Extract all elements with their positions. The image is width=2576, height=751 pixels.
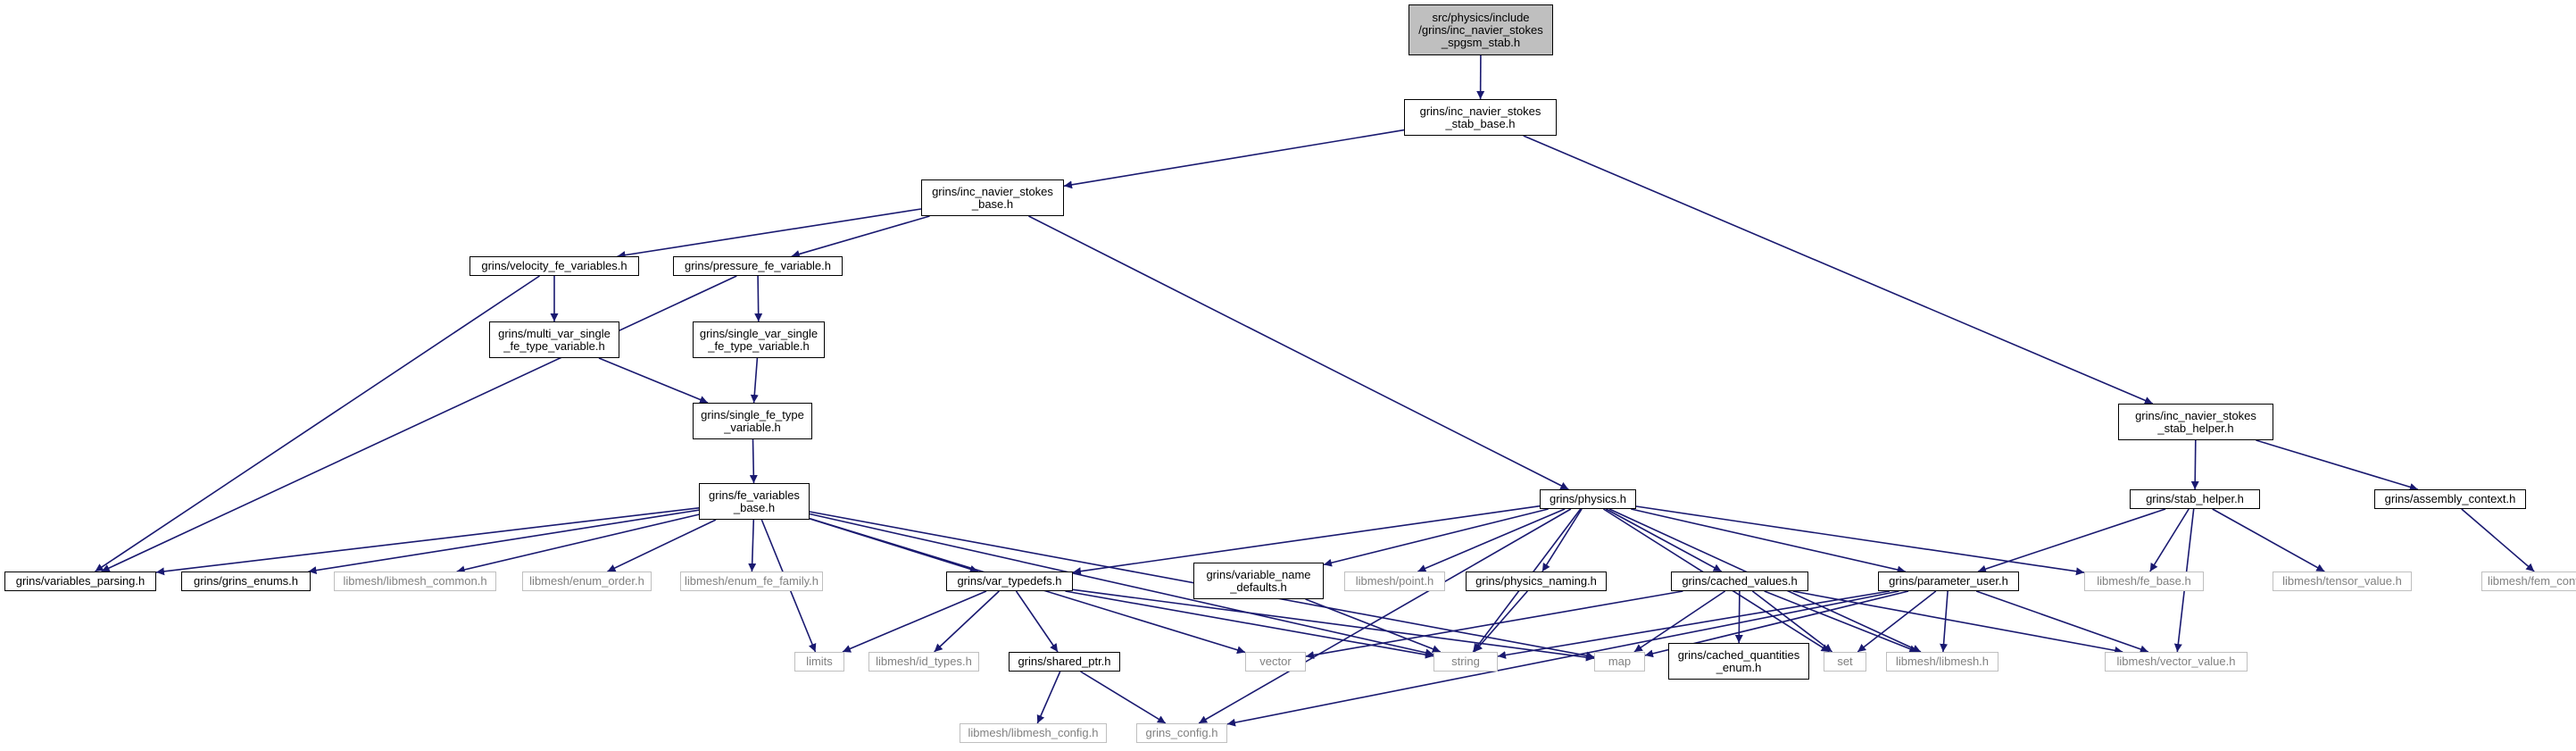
edge-cachedvalues-to-libmesh: [1764, 590, 1918, 653]
edge-stabbase-to-nsbase: [1063, 129, 1405, 189]
edge-vartypedefs-to-map: [1072, 588, 1595, 662]
node-vector: vector: [1245, 652, 1306, 672]
node-stabbase[interactable]: grins/inc_navier_stokes _stab_base.h: [1404, 99, 1557, 136]
edge-stabhelper-to-febase: [2149, 508, 2190, 572]
edge-stabhelper-to-tensorvalue: [2212, 508, 2325, 572]
node-cachedqenum[interactable]: grins/cached_quantities _enum.h: [1668, 643, 1809, 680]
node-idtypes: libmesh/id_types.h: [868, 652, 979, 672]
edge-vartypedefs-to-idtypes: [934, 590, 1000, 653]
edge-pressure-to-singlevar: [754, 275, 763, 322]
node-string: string: [1433, 652, 1498, 672]
node-physics[interactable]: grins/physics.h: [1540, 489, 1636, 509]
node-multivar[interactable]: grins/multi_var_single _fe_type_variable…: [489, 321, 619, 358]
node-assemblyctx[interactable]: grins/assembly_context.h: [2374, 489, 2526, 509]
node-enumfefamily: libmesh/enum_fe_family.h: [680, 572, 823, 591]
edge-vartypedefs-to-limits: [842, 590, 987, 653]
node-stabhelper[interactable]: grins/stab_helper.h: [2130, 489, 2260, 509]
edge-sharedptr-to-grinsconfig: [1080, 671, 1167, 724]
edge-nsbase-to-velocity: [617, 208, 922, 260]
edge-singlevar-to-singlefe: [750, 357, 759, 404]
edge-physics-to-febase: [1635, 505, 2085, 576]
node-vartypedefs[interactable]: grins/var_typedefs.h: [946, 572, 1073, 591]
edge-paramuser-to-set: [1857, 590, 1937, 653]
edge-varnamedefaults-to-string: [1305, 598, 1442, 653]
edge-physics-to-cachedvalues: [1605, 508, 1723, 572]
edge-fevarbase-to-varparsing: [155, 507, 700, 576]
edge-paramuser-to-string: [1497, 590, 1890, 659]
edge-vartypedefs-to-sharedptr: [1015, 590, 1059, 653]
edge-physics-to-grinsconfig: [1198, 508, 1572, 724]
node-paramuser[interactable]: grins/parameter_user.h: [1878, 572, 2019, 591]
edge-vartypedefs-to-string: [1065, 590, 1434, 659]
node-spgsm[interactable]: src/physics/include /grins/inc_navier_st…: [1408, 4, 1553, 55]
edge-cachedvalues-to-map: [1633, 590, 1726, 653]
edge-fevarbase-to-enumfefamily: [748, 519, 757, 572]
edge-physics-to-paramuser: [1631, 508, 1906, 574]
edge-stabhelperh-to-stabhelper: [2190, 439, 2199, 490]
node-femcontext: libmesh/fem_context.h: [2481, 572, 2576, 591]
node-varparsing[interactable]: grins/variables_parsing.h: [4, 572, 156, 591]
node-singlevar[interactable]: grins/single_var_single _fe_type_variabl…: [693, 321, 825, 358]
node-stabhelperh[interactable]: grins/inc_navier_stokes _stab_helper.h: [2118, 404, 2273, 440]
edge-assemblyctx-to-femcontext: [2461, 508, 2535, 572]
edge-singlefe-to-fevarbase: [749, 438, 758, 484]
node-nsbase[interactable]: grins/inc_navier_stokes _base.h: [921, 179, 1064, 216]
edge-cachedvalues-to-cachedqenum: [1734, 590, 1743, 644]
node-physicsnaming[interactable]: grins/physics_naming.h: [1466, 572, 1607, 591]
edge-paramuser-to-vectorvalue: [1975, 590, 2149, 654]
node-tensorvalue: libmesh/tensor_value.h: [2273, 572, 2412, 591]
node-point: libmesh/point.h: [1344, 572, 1445, 591]
edge-physics-to-vartypedefs: [1072, 505, 1541, 576]
edge-pressure-to-varparsing: [101, 275, 737, 572]
edge-paramuser-to-grinsconfig: [1226, 590, 1899, 727]
edge-physics-to-physicsnaming: [1541, 508, 1583, 572]
edge-stabhelperh-to-assemblyctx: [2256, 439, 2419, 491]
edge-stabhelper-to-paramuser: [1977, 508, 2166, 573]
node-fevarbase[interactable]: grins/fe_variables _base.h: [699, 483, 810, 520]
node-febase: libmesh/fe_base.h: [2084, 572, 2204, 591]
node-set: set: [1824, 652, 1866, 672]
node-enumorder: libmesh/enum_order.h: [522, 572, 652, 591]
node-map: map: [1594, 652, 1645, 672]
edge-cachedvalues-to-set: [1751, 590, 1833, 653]
node-grinsenums[interactable]: grins/grins_enums.h: [181, 572, 311, 591]
node-velocity[interactable]: grins/velocity_fe_variables.h: [469, 256, 639, 276]
node-lmconfig: libmesh/libmesh_config.h: [960, 723, 1107, 743]
edge-cachedvalues-to-vector: [1305, 590, 1683, 659]
node-sharedptr[interactable]: grins/shared_ptr.h: [1009, 652, 1120, 672]
edge-physics-to-point: [1417, 508, 1566, 572]
edge-fevarbase-to-string: [809, 513, 1434, 657]
edge-multivar-to-singlefe: [598, 357, 709, 404]
node-pressure[interactable]: grins/pressure_fe_variable.h: [673, 256, 843, 276]
edge-sharedptr-to-lmconfig: [1036, 671, 1061, 724]
node-singlefe[interactable]: grins/single_fe_type _variable.h: [693, 403, 812, 439]
node-limits: limits: [794, 652, 844, 672]
edge-paramuser-to-libmesh: [1940, 590, 1949, 653]
node-vectorvalue: libmesh/vector_value.h: [2105, 652, 2248, 672]
edge-fevarbase-to-lmcommon: [456, 513, 700, 574]
node-grinsconfig: grins_config.h: [1136, 723, 1227, 743]
edge-nsbase-to-physics: [1028, 215, 1569, 490]
edge-velocity-to-varparsing: [95, 275, 540, 572]
edge-fevarbase-to-enumorder: [607, 519, 717, 572]
node-libmesh: libmesh/libmesh.h: [1886, 652, 1998, 672]
node-varnamedefaults[interactable]: grins/variable_name _defaults.h: [1193, 563, 1324, 599]
edge-physics-to-varnamedefaults: [1323, 508, 1549, 567]
edge-fevarbase-to-grinsenums: [308, 509, 700, 575]
node-lmcommon: libmesh/libmesh_common.h: [334, 572, 496, 591]
edge-stabbase-to-stabhelperh: [1523, 135, 2154, 405]
node-cachedvalues[interactable]: grins/cached_values.h: [1671, 572, 1808, 591]
edge-physicsnaming-to-string: [1474, 590, 1528, 653]
edge-nsbase-to-pressure: [791, 215, 930, 258]
